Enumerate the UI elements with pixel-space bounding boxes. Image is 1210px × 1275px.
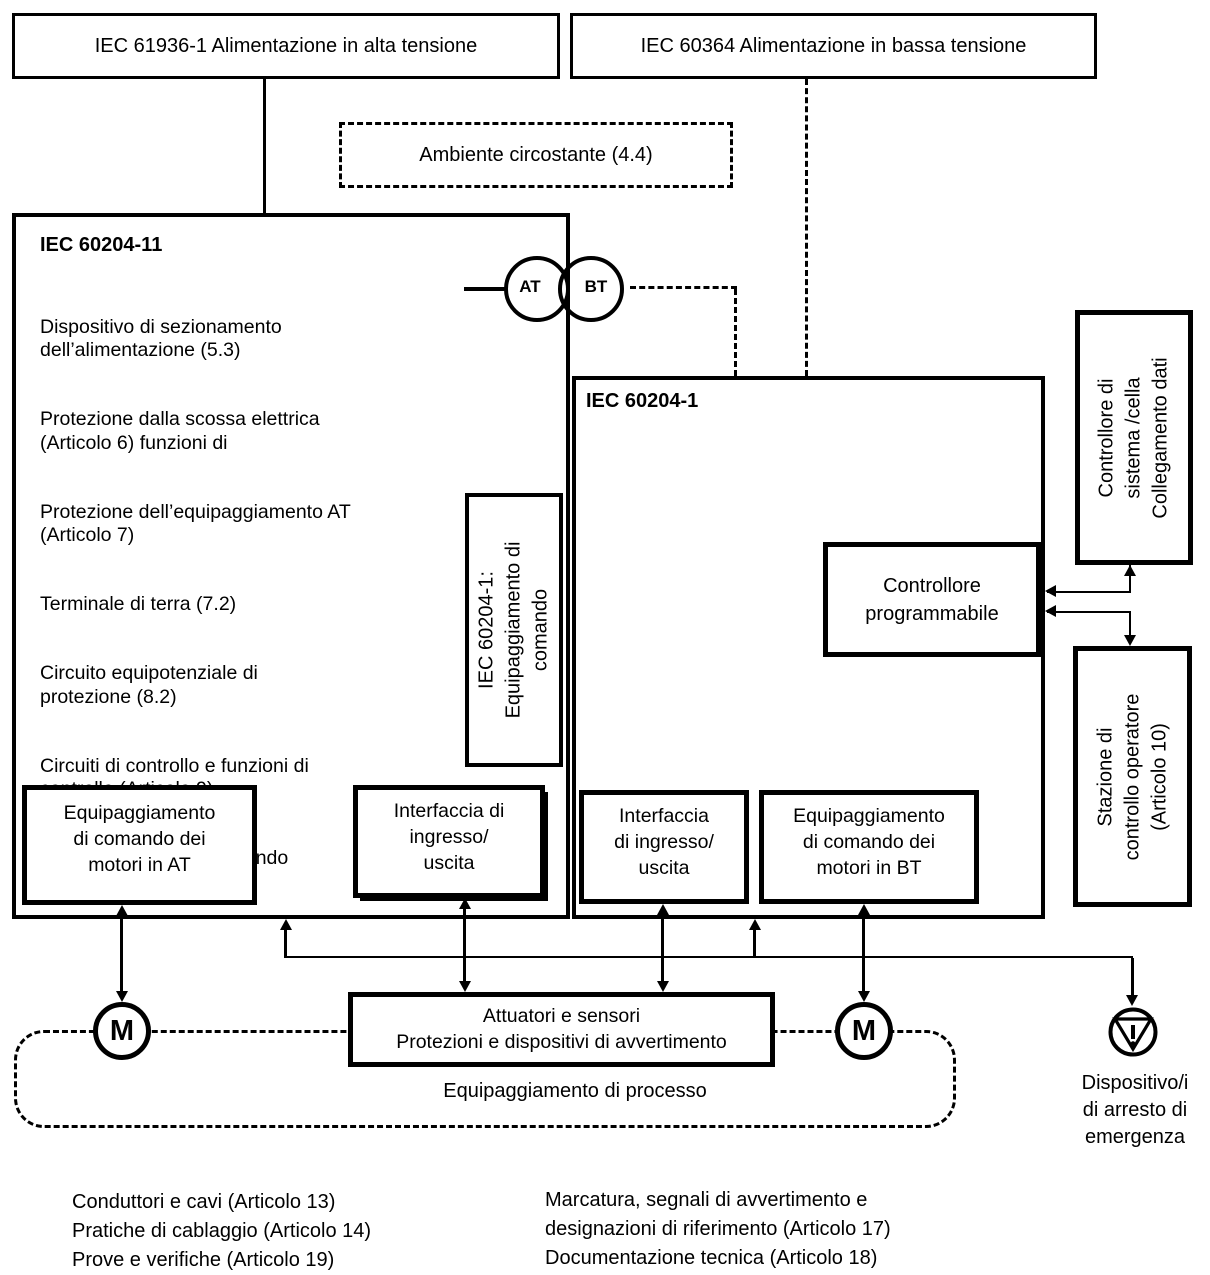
- motors-at-motor-link: [120, 913, 123, 993]
- process-equipment-label: Equipaggiamento di processo: [443, 1080, 707, 1102]
- arrowhead-up: [280, 919, 292, 930]
- arrowhead-down: [1124, 635, 1136, 646]
- motors-at-label: Equipaggiamento di comando dei motori in…: [63, 802, 216, 876]
- estop-link-mid-v: [753, 928, 756, 958]
- io-bt-actuators-link: [661, 912, 664, 984]
- motors-bt-label: Equipaggiamento di comando dei motori in…: [793, 805, 945, 879]
- estop-link-left-v: [284, 928, 287, 958]
- list-item: Protezione dalla scossa elettrica (Artic…: [40, 408, 320, 454]
- arrowhead-down: [1126, 995, 1138, 1006]
- motors-at-box: Equipaggiamento di comando dei motori in…: [22, 785, 257, 905]
- hv-supply-connector: [263, 79, 266, 213]
- ambiente-box: Ambiente circostante (4.4): [339, 122, 733, 188]
- estop-link-h: [285, 956, 1133, 958]
- plc-station-link-v: [1129, 611, 1131, 637]
- lv-supply-label: IEC 60364 Alimentazione in bassa tension…: [640, 34, 1027, 57]
- arrowhead-up: [657, 904, 669, 915]
- operator-station-label: Stazione di controllo operatore (Articol…: [1094, 693, 1170, 860]
- motor-label: M: [851, 1014, 877, 1047]
- io-interface-at-label: Interfaccia di ingresso/ uscita: [393, 800, 505, 874]
- arrowhead-up: [459, 898, 471, 909]
- plc-sys-link-v: [1129, 565, 1131, 593]
- motor-symbol-at: M: [93, 1002, 151, 1060]
- list-item: Dispositivo di sezionamento dell’aliment…: [40, 315, 282, 362]
- transformer-primary-label: AT: [519, 277, 541, 296]
- motor-symbol-bt: M: [835, 1002, 893, 1060]
- system-controller-label: Controllore di sistema /cella Collegamen…: [1095, 356, 1172, 519]
- io-at-actuators-link: [463, 906, 466, 984]
- plc-box: Controllore programmabile: [823, 542, 1041, 657]
- iec-60204-11-title: IEC 60204-11: [40, 234, 163, 256]
- comando-vertical-box: IEC 60204-1: Equipaggiamento di comando: [465, 493, 563, 767]
- arrowhead-up: [749, 919, 761, 930]
- supply-stub-line: [464, 287, 506, 291]
- arrowhead-down: [657, 981, 669, 992]
- lv-supply-connector-dashed: [805, 79, 808, 376]
- iec-60204-11-box: [12, 213, 570, 919]
- actuators-sensors-box: Attuatori e sensori Protezioni e disposi…: [348, 992, 775, 1067]
- estop-link-right-v: [1131, 958, 1134, 996]
- list-item: Terminale di terra (7.2): [40, 593, 237, 615]
- arrowhead-up: [116, 905, 128, 916]
- list-item: Protezione dell’equipaggiamento AT (Arti…: [40, 500, 351, 547]
- actuators-sensors-label: Attuatori e sensori Protezioni e disposi…: [396, 1005, 727, 1053]
- emergency-stop-icon: [1108, 1007, 1158, 1057]
- iec-60204-1-box: [572, 376, 1045, 919]
- arrowhead-down: [858, 991, 870, 1002]
- hv-supply-label: IEC 61936-1 Alimentazione in alta tensio…: [94, 34, 478, 57]
- list-item: Circuito equipotenziale di protezione (8…: [40, 662, 258, 708]
- operator-station-box: Stazione di controllo operatore (Articol…: [1073, 646, 1192, 907]
- hv-supply-box: IEC 61936-1 Alimentazione in alta tensio…: [12, 13, 560, 79]
- ambiente-label: Ambiente circostante (4.4): [419, 143, 653, 166]
- arrowhead-left: [1045, 605, 1056, 617]
- arrowhead-down: [459, 981, 471, 992]
- io-interface-at-box: Interfaccia di ingresso/ uscita: [353, 785, 545, 898]
- plc-station-link-h: [1047, 611, 1131, 613]
- arrowhead-left: [1045, 585, 1056, 597]
- lv-supply-box: IEC 60364 Alimentazione in bassa tension…: [570, 13, 1097, 79]
- bt-dashed-line-v: [734, 289, 737, 376]
- motors-bt-motor-link: [862, 912, 865, 993]
- motor-label: M: [109, 1014, 135, 1047]
- motors-bt-box: Equipaggiamento di comando dei motori in…: [759, 790, 979, 904]
- emergency-stop-label: Dispositivo/i di arresto di emergenza: [1081, 1072, 1189, 1148]
- io-interface-bt-label: Interfaccia di ingresso/ uscita: [614, 805, 714, 879]
- system-controller-box: Controllore di sistema /cella Collegamen…: [1075, 310, 1193, 565]
- bt-dashed-line-h: [630, 286, 737, 289]
- arrowhead-up: [1124, 565, 1136, 576]
- plc-label: Controllore programmabile: [865, 574, 999, 625]
- iec-60204-1-title: IEC 60204-1: [586, 390, 699, 412]
- arrowhead-down: [116, 991, 128, 1002]
- transformer-secondary-circle: [558, 256, 624, 322]
- arrowhead-up: [858, 904, 870, 915]
- footnote-right: Marcatura, segnali di avvertimento e des…: [545, 1189, 891, 1269]
- footnote-left: Conduttori e cavi (Articolo 13) Pratiche…: [72, 1191, 372, 1271]
- io-interface-bt-box: Interfaccia di ingresso/ uscita: [579, 790, 749, 904]
- comando-vertical-label: IEC 60204-1: Equipaggiamento di comando: [475, 541, 552, 719]
- plc-sys-link-h: [1047, 591, 1131, 593]
- transformer-secondary-label: BT: [584, 277, 608, 296]
